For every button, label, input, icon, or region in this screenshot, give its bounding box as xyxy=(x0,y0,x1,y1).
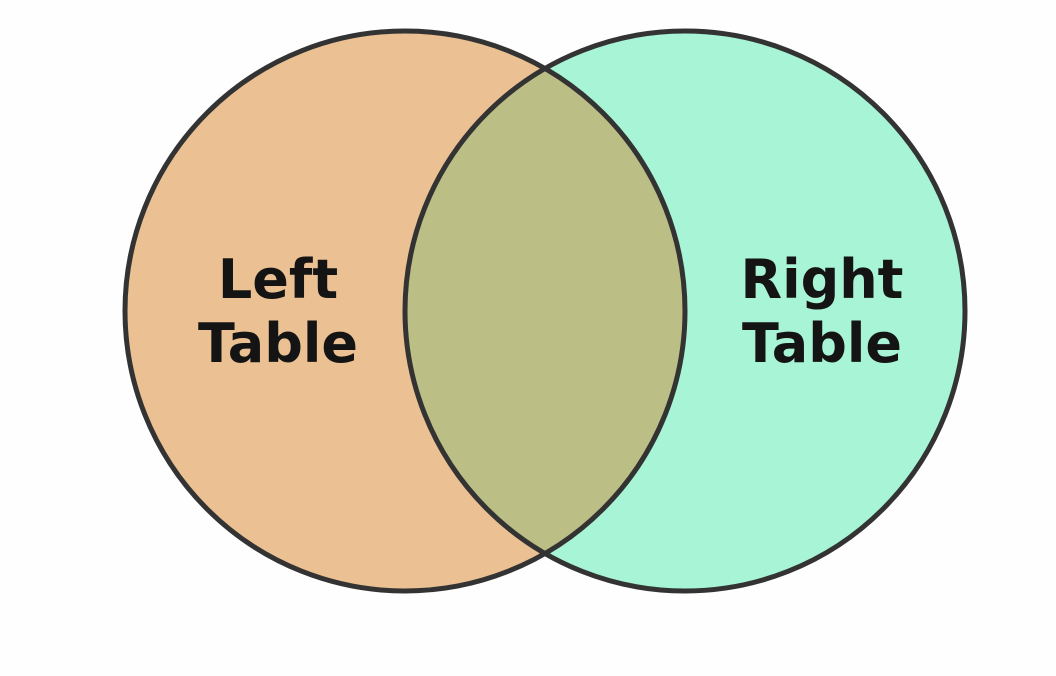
left-table-label: Left xyxy=(218,248,338,311)
left-table-label-line2: Table xyxy=(198,312,358,375)
right-table-label-line2: Table xyxy=(742,312,902,375)
right-table-outline xyxy=(402,28,968,594)
right-table-label: Right xyxy=(740,248,903,311)
intersection-region xyxy=(405,31,685,591)
left-table-outline xyxy=(122,28,688,594)
